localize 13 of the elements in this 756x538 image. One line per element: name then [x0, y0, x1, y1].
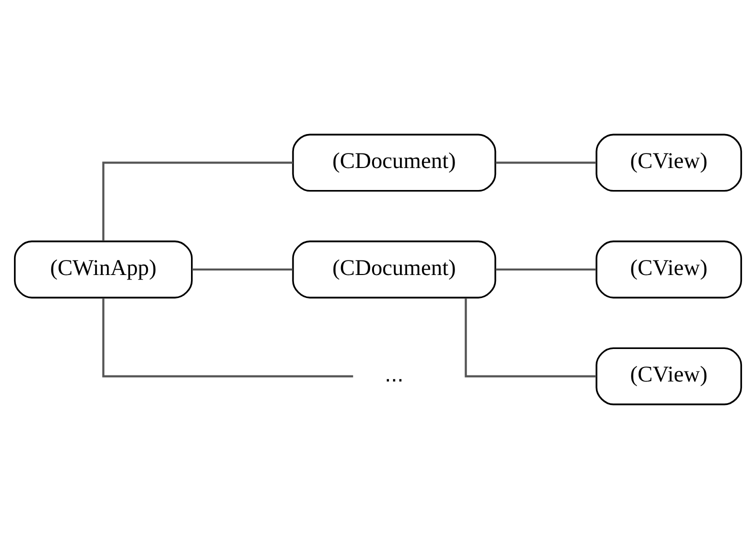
node-box: (CDocument) [292, 133, 496, 192]
connector [192, 268, 293, 270]
connector [102, 161, 293, 240]
node-box: (CView) [596, 346, 742, 405]
node-box: (CView) [596, 240, 742, 298]
connector [464, 298, 596, 377]
node-box: (CWinApp) [14, 240, 193, 298]
connector [496, 161, 596, 164]
node-text: ... [384, 361, 404, 386]
node-box: (CView) [596, 133, 742, 192]
node-box: (CDocument) [292, 240, 496, 298]
connector [102, 298, 354, 377]
connector [496, 268, 596, 270]
